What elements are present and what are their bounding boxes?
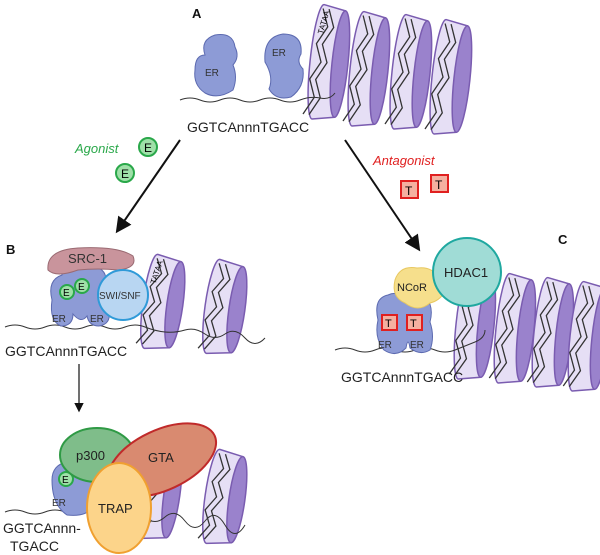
dna-wrap bbox=[348, 15, 375, 122]
ere-sequence-line1: GGTCAnnn- bbox=[3, 520, 81, 536]
svg-text:T: T bbox=[405, 184, 413, 198]
svg-text:ER: ER bbox=[205, 68, 219, 79]
dna-wrap bbox=[494, 277, 521, 379]
dna-wrap bbox=[135, 258, 163, 344]
ere-sequence-line2: TGACC bbox=[10, 538, 59, 554]
ere-sequence: GGTCAnnnTGACC bbox=[187, 119, 309, 135]
er-label: ER bbox=[378, 340, 392, 351]
dna-strand bbox=[179, 92, 336, 103]
er-label: ER bbox=[52, 498, 66, 509]
nucleosome bbox=[197, 258, 248, 355]
svg-text:E: E bbox=[144, 141, 152, 155]
nucleosome bbox=[342, 10, 391, 127]
nucleosome bbox=[526, 276, 575, 388]
er-label: ER bbox=[52, 314, 66, 325]
dna-wrap bbox=[430, 23, 457, 130]
hdac1-corepressor: HDAC1 bbox=[432, 237, 502, 307]
panel-b-label: B bbox=[6, 242, 15, 257]
svg-text:T: T bbox=[385, 318, 392, 330]
svg-text:HDAC1: HDAC1 bbox=[444, 265, 488, 280]
svg-text:p300: p300 bbox=[76, 448, 105, 463]
agonist-arrow bbox=[115, 139, 181, 234]
nucleosome: TATAA bbox=[302, 3, 351, 120]
er-monomer: ER bbox=[264, 33, 304, 99]
dna-wrap bbox=[424, 23, 451, 130]
ere-sequence: GGTCAnnnTGACC bbox=[341, 369, 463, 385]
estrogen-ligand: E bbox=[138, 137, 158, 157]
svg-text:E: E bbox=[63, 288, 70, 299]
tamoxifen-ligand: T bbox=[406, 314, 423, 331]
dna-wrap bbox=[203, 264, 231, 350]
dna-wrap bbox=[532, 281, 559, 383]
nucleosome bbox=[197, 448, 248, 545]
ere-sequence: GGTCAnnnTGACC bbox=[5, 343, 127, 359]
svg-text:E: E bbox=[78, 282, 85, 293]
agonist-label: Agonist bbox=[74, 141, 120, 156]
svg-text:SRC-1: SRC-1 bbox=[68, 251, 107, 266]
dna-wrap bbox=[384, 18, 411, 125]
dna-wrap bbox=[203, 454, 231, 540]
nucleosome bbox=[424, 18, 473, 135]
swi-snf-complex: SWI/SNF bbox=[97, 269, 149, 321]
tamoxifen-ligand: T bbox=[400, 180, 419, 199]
svg-text:ER: ER bbox=[272, 48, 286, 59]
dna-wrap bbox=[342, 15, 369, 122]
svg-text:NCoR: NCoR bbox=[397, 282, 427, 294]
svg-text:SWI/SNF: SWI/SNF bbox=[99, 291, 141, 302]
panel-c-label: C bbox=[558, 232, 568, 247]
dna-wrap bbox=[197, 263, 225, 349]
trap-coactivator: TRAP bbox=[86, 462, 152, 554]
svg-text:GTA: GTA bbox=[148, 450, 174, 465]
dna-wrap bbox=[568, 285, 595, 387]
dna-wrap bbox=[390, 18, 417, 125]
estrogen-ligand: E bbox=[58, 471, 74, 487]
dna-wrap bbox=[197, 453, 225, 539]
er-label: ER bbox=[90, 314, 104, 325]
dna-strand bbox=[4, 324, 266, 344]
src1-coactivator: SRC-1 bbox=[47, 247, 135, 275]
nucleosome: TATAA bbox=[135, 253, 186, 350]
dna-wrap bbox=[526, 281, 553, 383]
svg-text:E: E bbox=[121, 167, 129, 181]
dna-wrap bbox=[141, 259, 169, 345]
svg-text:T: T bbox=[435, 178, 443, 192]
tamoxifen-ligand: T bbox=[381, 314, 398, 331]
dna-wrap bbox=[562, 285, 589, 387]
estrogen-ligand: E bbox=[59, 284, 75, 300]
panel-a-label: A bbox=[192, 6, 202, 21]
svg-text:TRAP: TRAP bbox=[98, 501, 133, 516]
dna-wrap bbox=[488, 277, 515, 379]
er-monomer: ER bbox=[194, 34, 238, 97]
nucleosome bbox=[384, 13, 433, 130]
estrogen-ligand: E bbox=[74, 278, 90, 294]
er-label: ER bbox=[410, 340, 424, 351]
estrogen-ligand: E bbox=[115, 163, 135, 183]
svg-text:T: T bbox=[410, 318, 417, 330]
antagonist-arrow bbox=[344, 139, 421, 252]
nucleosome bbox=[488, 272, 537, 384]
tamoxifen-ligand: T bbox=[430, 174, 449, 193]
svg-text:E: E bbox=[62, 475, 69, 486]
antagonist-label: Antagonist bbox=[372, 153, 436, 168]
